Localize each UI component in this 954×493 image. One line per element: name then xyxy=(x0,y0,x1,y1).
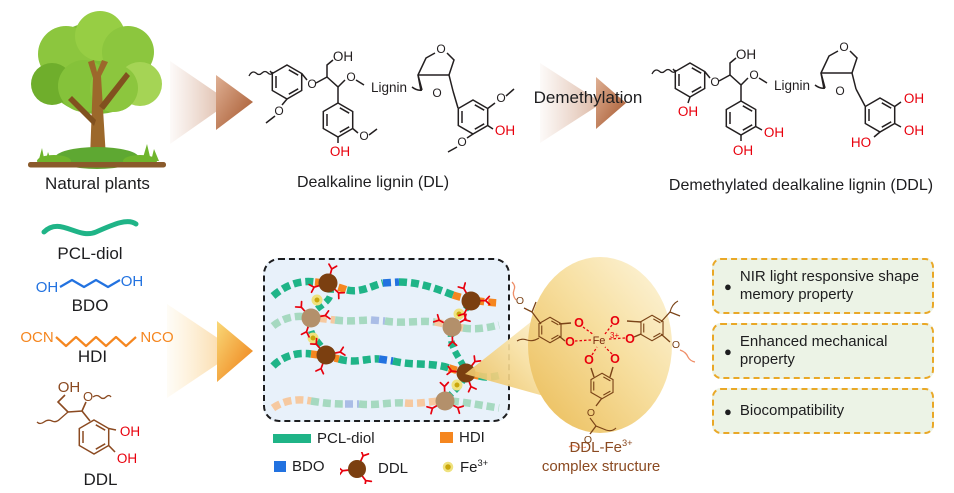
fe-swatch-icon xyxy=(442,461,454,473)
ddl-top-oh: OH xyxy=(736,47,756,62)
ddl-nodes xyxy=(295,261,493,422)
complex-o4: O xyxy=(625,332,635,346)
hdi-nco: NCO xyxy=(140,329,173,346)
ddl-o2: O xyxy=(749,68,758,82)
dl-o2: O xyxy=(346,70,355,84)
pcl-diol-structure xyxy=(41,219,139,237)
bdo-oh-right: OH xyxy=(121,273,144,290)
dl-structure: O O OH O Lignin O OH O O O OH O xyxy=(248,42,515,159)
ddl-small-red-oh1: OH xyxy=(120,424,140,439)
complex-nw-o: O xyxy=(516,295,524,307)
ddl-small-label: DDL xyxy=(83,470,118,489)
complex-fe-label: Fe xyxy=(593,335,606,347)
ddl-ether-o: O xyxy=(710,75,719,89)
hdi-label: HDI xyxy=(77,347,108,366)
process-arrow-3 xyxy=(167,304,253,398)
ddl-structure: OH O OH O Lignin OH OH O O OH OH HO xyxy=(651,40,924,158)
legend-pcl-label: PCL-diol xyxy=(317,430,375,447)
complex-structure: O O O O O O Fe 3+ O xyxy=(511,281,696,448)
complex-o6: O xyxy=(610,352,620,366)
magnifier-balloon: O O O O O O Fe 3+ O xyxy=(465,257,696,448)
balloon-caption: DDL-Fe3+ complex structure xyxy=(520,438,682,477)
bdo-structure: OH OH xyxy=(36,273,144,296)
ddl-small-red-oh2: OH xyxy=(117,451,137,466)
process-arrow-1 xyxy=(170,61,253,144)
ddl-label: Demethylated dealkaline lignin (DDL) xyxy=(668,177,934,194)
legend-item-pcl: PCL-diol xyxy=(273,430,375,447)
complex-o1: O xyxy=(574,316,584,330)
ddl-red-oh-b1: OH xyxy=(764,125,784,140)
fe-ion-dots xyxy=(307,294,465,391)
ddl-red-oh-a: OH xyxy=(678,104,698,119)
ddl-small-structure: OH O OH OH xyxy=(36,379,140,466)
legend-hdi-label: HDI xyxy=(459,429,485,446)
property-card-biocompatibility: ● Biocompatibility xyxy=(712,388,934,434)
dl-ether-o: O xyxy=(307,77,316,91)
ddl-swatch-icon xyxy=(340,452,374,484)
bullet-icon: ● xyxy=(724,278,732,294)
network-diagram xyxy=(270,258,502,422)
legend-ddl-label: DDL xyxy=(378,459,409,477)
property-text-biocompatibility: Biocompatibility xyxy=(739,402,845,420)
ddl-red-oh-b2: OH xyxy=(733,143,753,158)
dl-ome-c1-o: O xyxy=(496,91,505,105)
pcl-diol-label: PCL-diol xyxy=(57,244,123,263)
bullet-icon: ● xyxy=(724,403,732,419)
dl-ome-a-o: O xyxy=(274,104,283,118)
demethylation-label: Demethylation xyxy=(533,88,643,107)
ddl-red-oh-c1: OH xyxy=(904,91,924,106)
bdo-swatch-icon xyxy=(274,461,286,472)
dl-top-oh: OH xyxy=(333,49,353,64)
complex-o5: O xyxy=(584,353,594,367)
ddl-small-oh: OH xyxy=(58,379,81,396)
pcl-swatch-icon xyxy=(273,434,311,443)
bdo-oh-left: OH xyxy=(36,279,59,296)
legend-item-fe: Fe3+ xyxy=(441,458,488,476)
balloon-caption-line2: complex structure xyxy=(541,457,661,475)
dl-furan-o2: O xyxy=(432,86,441,100)
bullet-icon: ● xyxy=(724,343,732,359)
tree-icon xyxy=(28,11,166,169)
complex-s-o2: O xyxy=(584,434,592,446)
process-arrow-2 xyxy=(540,63,626,143)
ddl-furan-o2: O xyxy=(835,84,844,98)
property-card-nir: ● NIR light responsive shape memory prop… xyxy=(712,258,934,314)
dl-ome-c2-o: O xyxy=(457,135,466,149)
dl-label: Dealkaline lignin (DL) xyxy=(296,174,450,191)
complex-o2: O xyxy=(610,314,620,328)
complex-o3: O xyxy=(565,335,575,349)
legend-item-bdo: BDO xyxy=(274,458,325,475)
property-text-nir: NIR light responsive shape memory proper… xyxy=(739,268,920,303)
complex-fe-charge: 3+ xyxy=(610,331,619,340)
bdo-label: BDO xyxy=(71,296,109,315)
hdi-structure: OCN NCO xyxy=(20,329,174,348)
ddl-red-ho-c3: HO xyxy=(851,135,871,150)
complex-s-o1: O xyxy=(587,407,595,419)
complex-ne-o: O xyxy=(672,339,680,351)
ddl-red-oh-c2: OH xyxy=(904,123,924,138)
legend-bdo-label: BDO xyxy=(292,458,325,475)
dl-ome-b-o: O xyxy=(359,129,368,143)
ddl-lignin-text: Lignin xyxy=(774,78,810,93)
dl-red-oh-b: OH xyxy=(330,144,350,159)
dl-lignin-text: Lignin xyxy=(371,80,407,95)
dl-red-oh-c: OH xyxy=(495,123,515,138)
balloon-caption-line1: DDL-Fe3+ xyxy=(569,438,633,456)
property-text-mechanical: Enhanced mechanical property xyxy=(739,333,888,368)
legend-fe-label: Fe3+ xyxy=(460,458,489,476)
natural-plants-label: Natural plants xyxy=(45,174,150,193)
hdi-swatch-icon xyxy=(440,432,453,443)
dl-furan-o1: O xyxy=(436,42,445,56)
hdi-ocn: OCN xyxy=(20,329,53,346)
legend-item-hdi: HDI xyxy=(440,429,485,446)
ddl-furan-o1: O xyxy=(839,40,848,54)
legend-item-ddl: DDL xyxy=(340,452,408,484)
ddl-small-o: O xyxy=(83,389,93,404)
property-card-mechanical: ● Enhanced mechanical property xyxy=(712,323,934,379)
